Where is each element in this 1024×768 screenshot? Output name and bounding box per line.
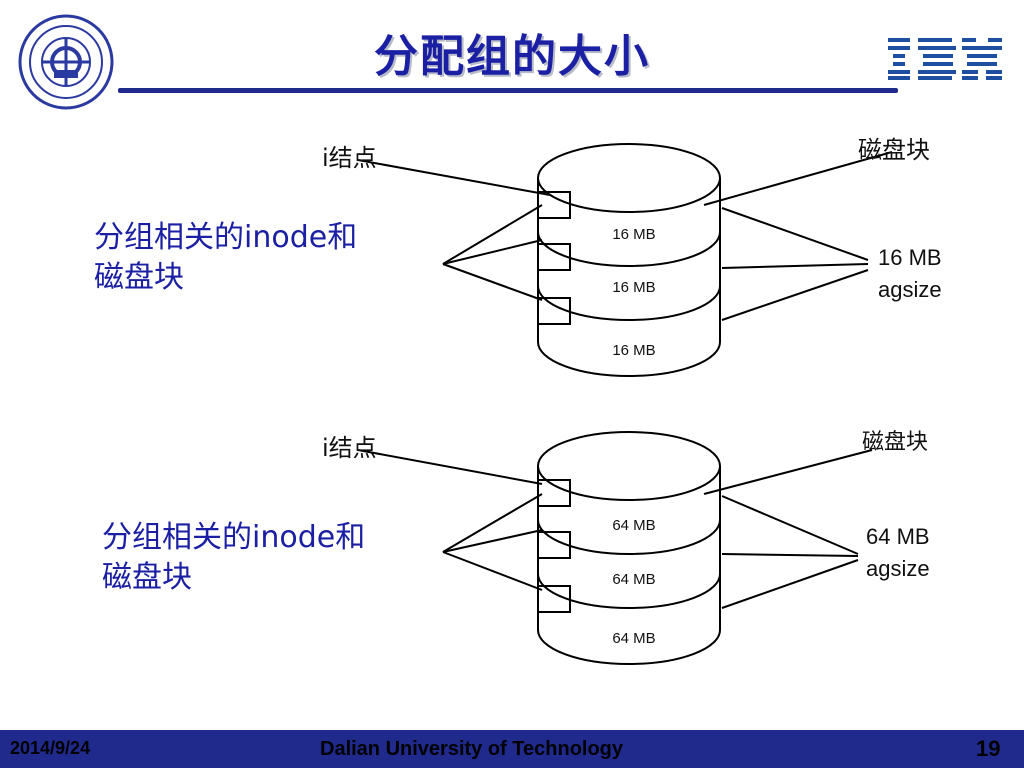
agsize-label: 64 MB agsize	[866, 521, 930, 585]
title-underline	[118, 88, 898, 93]
footer-university: Dalian University of Technology	[320, 738, 624, 760]
segment-label: 64 MB	[612, 571, 656, 588]
inode-label: i结点	[322, 434, 377, 462]
inode-label: i结点	[322, 144, 377, 172]
segment-label: 64 MB	[612, 517, 656, 534]
agsize-text: agsize	[866, 556, 930, 581]
group-label: 分组相关的inode和 磁盘块	[94, 218, 357, 298]
disk-block-label: 磁盘块	[862, 430, 929, 455]
disk-cylinder-64mb	[537, 431, 721, 665]
agsize-value: 64 MB	[866, 524, 930, 549]
group-label: 分组相关的inode和 磁盘块	[102, 518, 365, 598]
page-number: 19	[976, 736, 1001, 761]
segment-label: 16 MB	[612, 226, 656, 243]
disk-block-label: 磁盘块	[858, 136, 930, 164]
segment-label: 64 MB	[612, 630, 656, 647]
group-label-line2: 磁盘块	[102, 560, 192, 595]
university-logo	[18, 14, 114, 110]
group-label-line1: 分组相关的inode和	[102, 520, 366, 555]
agsize-value: 16 MB	[878, 245, 942, 270]
slide-title: 分配组的大小	[374, 31, 650, 82]
footer-date: 2014/9/24	[10, 738, 91, 758]
group-label-line2: 磁盘块	[94, 260, 184, 295]
agsize-label: 16 MB agsize	[878, 242, 942, 306]
segment-label: 16 MB	[612, 342, 656, 359]
group-label-line1: 分组相关的inode和	[94, 220, 358, 255]
disk-cylinder-16mb	[537, 143, 721, 377]
footer-bar	[0, 730, 1024, 768]
ibm-logo	[888, 36, 1006, 82]
agsize-text: agsize	[878, 277, 942, 302]
segment-label: 16 MB	[612, 279, 656, 296]
